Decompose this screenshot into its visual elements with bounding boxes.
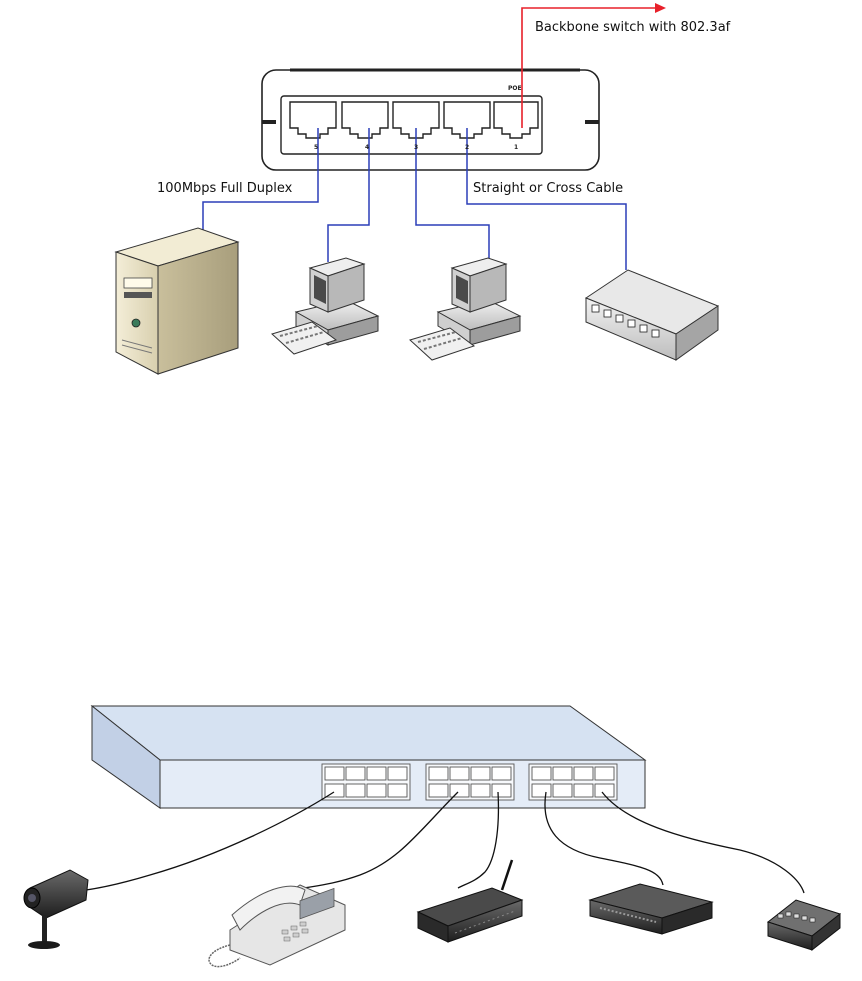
duplex-label: 100Mbps Full Duplex [157,181,292,196]
desktop-pc-icon [272,258,378,354]
cable-type-label: Straight or Cross Cable [473,181,623,196]
poe-label: POE [508,85,522,92]
port-number-5: 5 [314,144,318,151]
mini-switch-icon [768,900,840,950]
desktop-pc-icon [410,258,520,360]
backbone-label: Backbone switch with 802.3af [535,20,730,35]
rackmount-switch [92,706,645,808]
port-number-2: 2 [465,144,469,151]
telephone-icon [209,885,345,967]
network-hub-icon [586,270,718,360]
ip-camera-icon [24,870,88,949]
port-block-1 [322,764,410,800]
poe-switch [262,70,599,170]
desktop-switch-icon [590,884,712,934]
port-number-4: 4 [365,144,369,151]
port-number-3: 3 [414,144,418,151]
port-number-1: 1 [514,144,518,151]
port-block-2 [426,764,514,800]
server-tower-icon [116,228,238,374]
wireless-router-icon [418,860,522,942]
